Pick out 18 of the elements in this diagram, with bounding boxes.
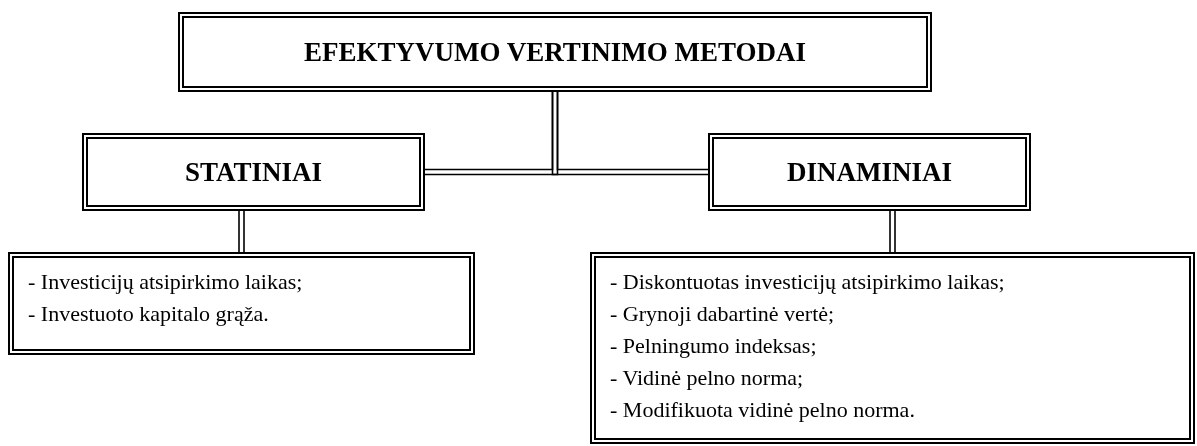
heading-text: EFEKTYVUMO VERTINIMO METODAI	[303, 36, 807, 68]
title-box	[178, 12, 932, 92]
list-item-text: - Diskontuotas investicijų atsipirkimo laikas;	[610, 268, 1006, 296]
list-item-text: - Grynoji dabartinė vertė;	[610, 300, 836, 328]
heading-text: STATINIAI	[184, 156, 322, 188]
list-item-text: - Investicijų atsipirkimo laikas;	[28, 268, 304, 296]
category-box	[708, 133, 1031, 211]
list-item-text: - Modifikuota vidinė pelno norma.	[610, 396, 916, 424]
double-connector-line	[551, 91, 709, 176]
list-item-text: - Investuoto kapitalo grąža.	[28, 300, 270, 328]
category-box	[82, 133, 425, 211]
double-connector-line	[238, 210, 245, 253]
heading-text: DINAMINIAI	[787, 156, 952, 188]
method-list-box	[8, 252, 475, 355]
double-connector-line	[889, 210, 896, 253]
list-item-text: - Pelningumo indeksas;	[610, 332, 818, 360]
list-item-text: - Vidinė pelno norma;	[610, 364, 805, 392]
method-list-box	[590, 252, 1195, 444]
